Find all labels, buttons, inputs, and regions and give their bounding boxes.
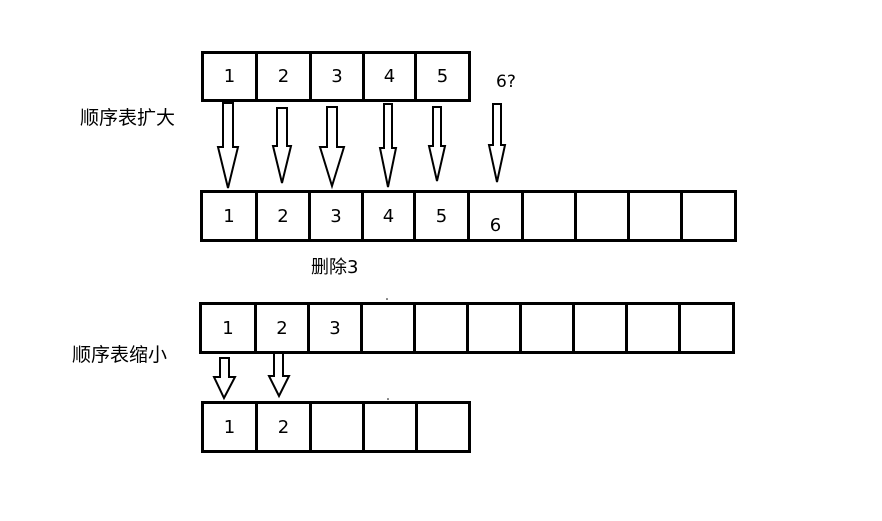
array-cell [362,401,418,453]
cell-value: 4 [383,66,396,87]
array-cell [521,190,577,242]
cell-value: 1 [222,317,234,339]
array-cell [574,190,630,242]
shrink-label: 顺序表缩小 [72,344,168,366]
array-cell [678,302,735,354]
array-cell [625,302,681,354]
array-cell [627,190,683,242]
array-cell [519,302,575,354]
array-cell [413,302,469,354]
expand-arrow-2 [271,107,293,184]
cell-value: 1 [223,416,236,438]
array-cell [680,190,737,242]
cell-value: 3 [331,66,343,87]
shrink-arrow-2 [267,352,291,399]
cell-value: 5 [436,66,449,87]
expand-arrow-1 [216,102,240,189]
array-cell: 2 [255,190,311,242]
array-cell: 2 [255,51,312,102]
pending-value-label: 6? [496,72,516,92]
array-cell: 3 [309,51,365,102]
array-cell: 2 [255,401,312,453]
shrink-arrow-1 [212,357,237,401]
cell-value: 4 [382,205,395,227]
array-cell: 1 [201,401,258,453]
array-cell: 5 [413,190,470,242]
cell-value: 2 [277,205,289,227]
delete-label: 删除3 [311,257,359,278]
cell-value: 3 [330,205,342,227]
stray-dot [386,298,388,300]
cell-value: 3 [329,317,341,339]
stray-dot [387,398,389,400]
cell-value: 1 [223,66,236,87]
array-cell: 4 [362,51,417,102]
cell-value: 2 [277,416,290,438]
expand-label: 顺序表扩大 [80,107,176,129]
array-cell: 1 [200,190,258,242]
array-cell: 3 [308,190,364,242]
array-cell: 2 [254,302,310,354]
array-cell: 1 [201,51,258,102]
array-cell [415,401,471,453]
cell-value: 5 [435,205,448,227]
expand-arrow-6 [487,103,507,183]
array-cell [466,302,522,354]
cell-value: 2 [276,317,288,339]
array-cell: 6 [467,190,524,242]
array-cell [360,302,416,354]
array-cell [572,302,628,354]
cell-value: 1 [223,205,235,227]
expand-arrow-4 [378,103,398,188]
array-cell: 5 [414,51,471,102]
expand-arrow-5 [427,106,447,182]
array-cell: 3 [307,302,363,354]
cell-value: 6 [489,214,502,236]
array-cell: 1 [199,302,257,354]
array-cell: 4 [361,190,416,242]
cell-value: 2 [277,66,290,87]
array-cell [309,401,365,453]
expand-arrow-3 [318,106,346,190]
